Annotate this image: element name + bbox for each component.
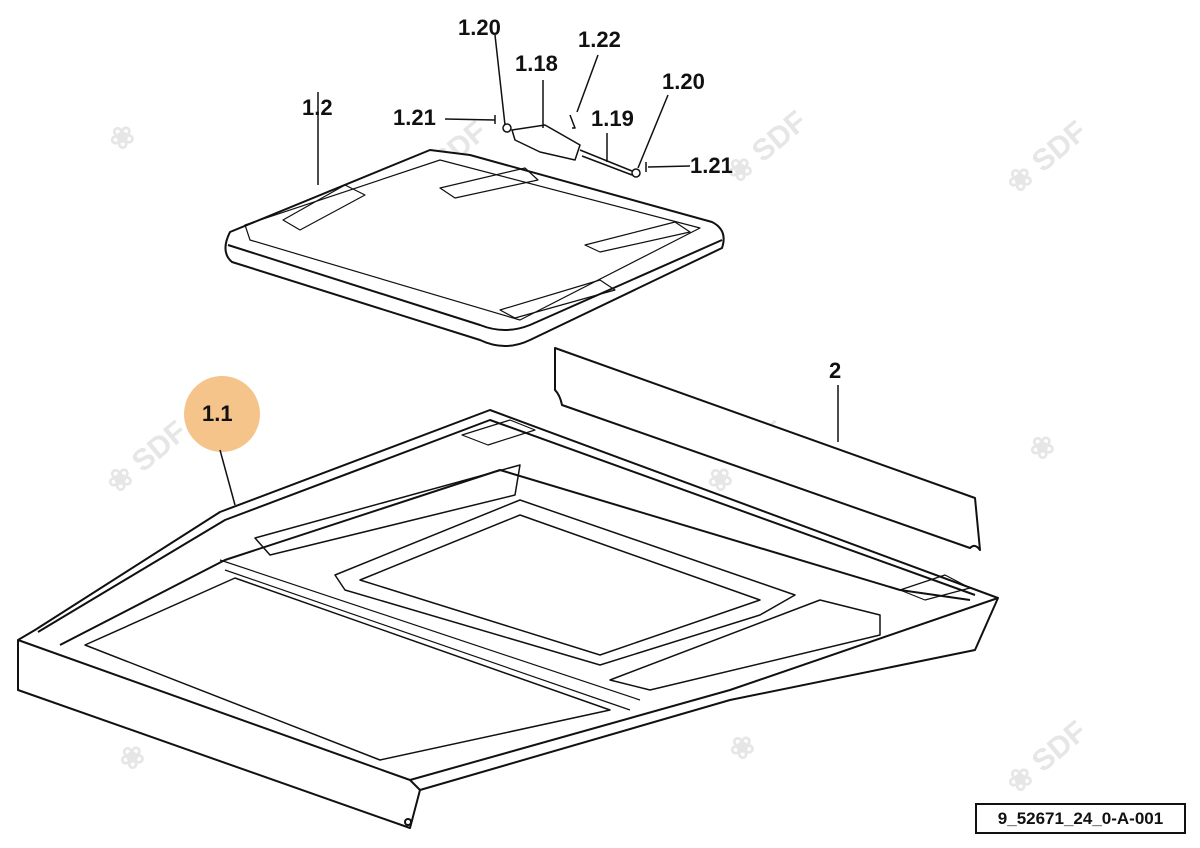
callout-2: 2 <box>829 358 842 383</box>
callout-1-18: 1.18 <box>515 51 558 76</box>
callout-1-2: 1.2 <box>302 95 333 120</box>
callout-1-21: 1.21 <box>690 153 733 178</box>
highlight-circle <box>184 376 260 452</box>
part-2-strip <box>554 347 981 551</box>
callout-1-21: 1.21 <box>393 105 436 130</box>
callout-1-20: 1.20 <box>662 69 705 94</box>
callout-1-20: 1.20 <box>458 15 501 40</box>
callout-1-1: 1.1 <box>202 401 233 426</box>
callout-1-19: 1.19 <box>591 106 634 131</box>
hinge-parts <box>444 34 691 178</box>
part-1-2-cover <box>224 92 725 347</box>
part-1-1-roof <box>17 409 999 829</box>
callout-1-22: 1.22 <box>578 27 621 52</box>
drawing-reference-code: 9_52671_24_0-A-001 <box>975 803 1186 834</box>
